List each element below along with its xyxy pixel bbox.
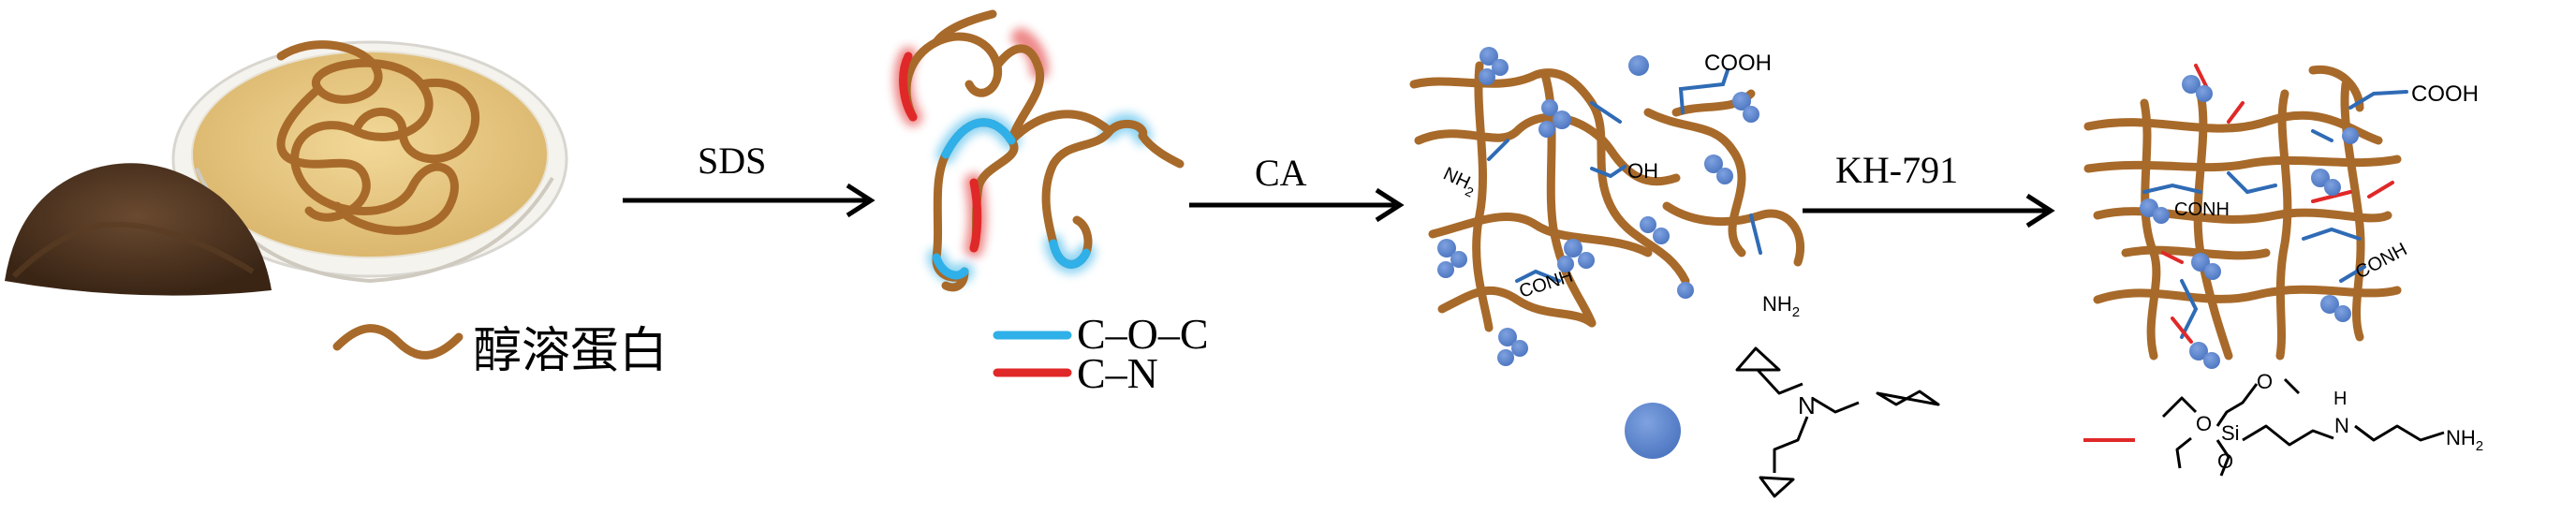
kh-conh-label-left: CONH xyxy=(2174,199,2230,220)
ca-particle-icon xyxy=(1625,403,1681,459)
coc-legend-label: C–O–C xyxy=(1077,310,1209,358)
ca-molecule-structure: N xyxy=(1625,346,1940,498)
kh-mol-nh2: NH2 xyxy=(2446,426,2483,454)
unfolded-protein-panel: C–O–C C–N xyxy=(893,9,1209,397)
ca-nh2-label-left: NH2 xyxy=(1438,164,1479,200)
kh-label: KH-791 xyxy=(1835,149,1958,191)
protein-legend-label: 醇溶蛋白 xyxy=(473,325,668,378)
cn-legend-label: C–N xyxy=(1077,349,1158,397)
kh-mol-o3: O xyxy=(2217,449,2233,473)
kh-particle-cluster xyxy=(2140,75,2359,369)
kh-cooh-label: COOH xyxy=(2411,81,2479,107)
powder-icon xyxy=(5,163,272,296)
protein-legend-line xyxy=(332,324,464,360)
kh-mol-n: N xyxy=(2334,414,2349,437)
sds-step: SDS xyxy=(623,140,876,218)
kh-mol-o2: O xyxy=(2257,370,2273,393)
ca-label: CA xyxy=(1255,152,1307,194)
ca-molecule-n-label: N xyxy=(1798,391,1816,419)
ca-oh-label: OH xyxy=(1627,159,1658,183)
ca-particle-cluster xyxy=(1437,47,1759,366)
ca-network-panel: COOH OH NH2 NH2 CONH xyxy=(1409,47,1940,498)
kh-step: KH-791 xyxy=(1803,149,2055,228)
bond-legend: C–O–C C–N xyxy=(993,310,1209,397)
crosslinked-network-panel: COOH CONH CONH O xyxy=(2083,64,2483,477)
kh-molecule-structure: O Si O O H N NH2 xyxy=(2083,370,2483,477)
kh-mol-h: H xyxy=(2333,389,2347,409)
kh-mol-o1: O xyxy=(2196,412,2212,435)
ca-step: CA xyxy=(1189,152,1405,223)
ca-nh2-label-right: NH2 xyxy=(1762,292,1800,320)
raw-material-panel: 醇溶蛋白 xyxy=(5,40,668,378)
kh-mol-si: Si xyxy=(2221,421,2240,445)
ca-cooh-label: COOH xyxy=(1704,51,1772,76)
protein-legend: 醇溶蛋白 xyxy=(332,324,668,378)
protein-chain-icon xyxy=(276,40,480,235)
sds-label: SDS xyxy=(698,140,766,182)
